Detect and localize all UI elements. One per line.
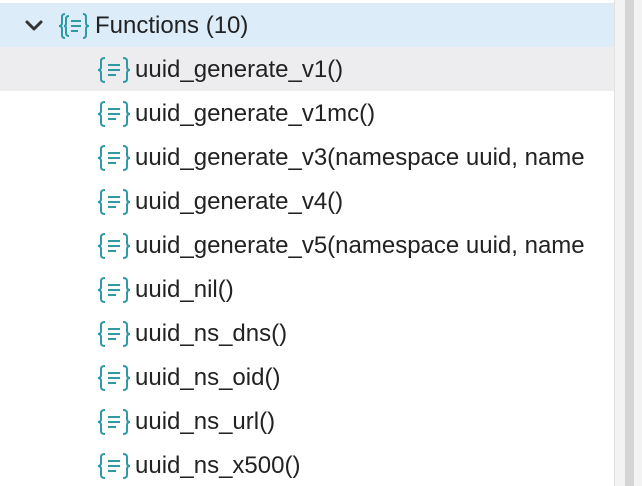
function-icon	[97, 189, 131, 215]
function-icon	[97, 57, 131, 83]
tree-node-function[interactable]: uuid_ns_oid()	[0, 355, 614, 399]
function-icon	[97, 101, 131, 127]
function-icon	[97, 365, 131, 391]
tree-node-function[interactable]: uuid_nil()	[0, 267, 614, 311]
function-label: uuid_generate_v4()	[135, 188, 344, 215]
tree-node-function[interactable]: uuid_ns_url()	[0, 399, 614, 443]
function-label: uuid_ns_dns()	[135, 320, 288, 347]
function-icon	[97, 233, 131, 259]
tree-node-function[interactable]: uuid_ns_dns()	[0, 311, 614, 355]
function-icon	[97, 145, 131, 171]
scrollbar-thumb[interactable]	[625, 0, 634, 486]
function-label: uuid_ns_oid()	[135, 364, 281, 391]
function-icon	[97, 277, 131, 303]
function-icon	[97, 453, 131, 479]
functions-icon	[58, 13, 90, 39]
function-label: uuid_generate_v1()	[135, 56, 344, 83]
function-icon	[97, 409, 131, 435]
function-label: uuid_ns_x500()	[135, 452, 301, 479]
functions-group-label: Functions (10)	[95, 12, 249, 39]
tree-node-function[interactable]: uuid_generate_v1()	[0, 47, 614, 91]
function-label: uuid_generate_v1mc()	[135, 100, 376, 127]
tree-node-function[interactable]: uuid_generate_v3(namespace uuid, name	[0, 135, 614, 179]
tree-node-functions-group[interactable]: Functions (10)	[0, 3, 614, 47]
tree-node-function[interactable]: uuid_generate_v4()	[0, 179, 614, 223]
tree-node-function[interactable]: uuid_generate_v1mc()	[0, 91, 614, 135]
object-tree: Functions (10) uuid_generate_v1() uuid_ge…	[0, 3, 614, 486]
function-label: uuid_generate_v5(namespace uuid, name	[135, 232, 585, 259]
vertical-scrollbar[interactable]	[614, 0, 642, 486]
function-label: uuid_generate_v3(namespace uuid, name	[135, 144, 585, 171]
function-label: uuid_nil()	[135, 276, 234, 303]
chevron-down-icon[interactable]	[24, 16, 44, 36]
tree-node-function[interactable]: uuid_generate_v5(namespace uuid, name	[0, 223, 614, 267]
function-label: uuid_ns_url()	[135, 408, 276, 435]
function-icon	[97, 321, 131, 347]
tree-node-function[interactable]: uuid_ns_x500()	[0, 443, 614, 486]
